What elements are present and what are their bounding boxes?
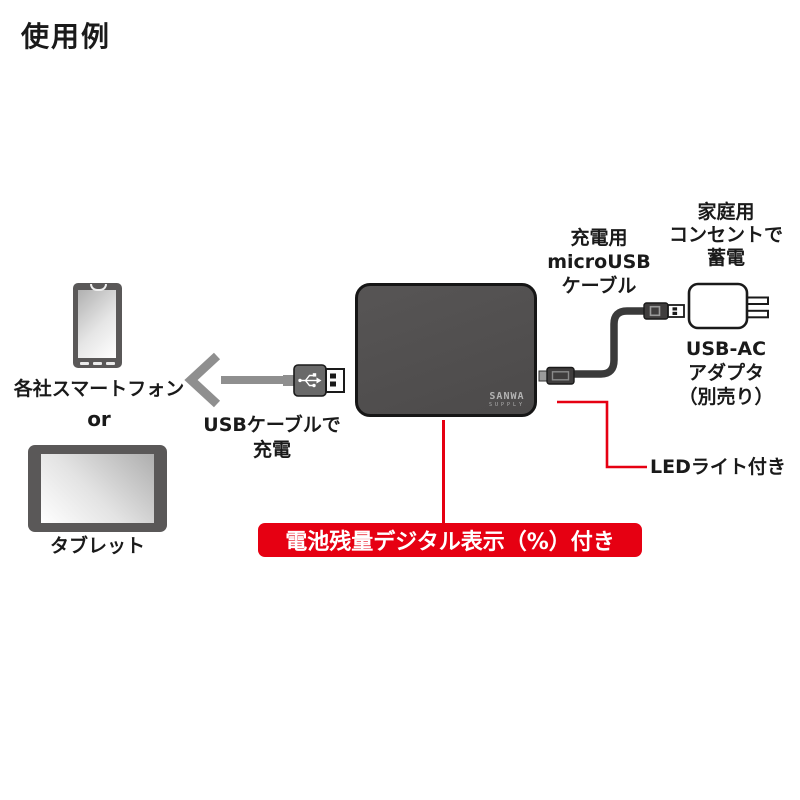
brand-subname: SUPPLY: [488, 402, 525, 408]
outlet-label-line2: コンセントで: [668, 224, 783, 246]
tablet-screen: [41, 454, 154, 523]
led-feature-label: LEDライト付き: [650, 456, 786, 478]
brand-name: SANWA: [489, 391, 525, 402]
usb-cable-label-line2: 充電: [252, 439, 291, 461]
battery-display-banner-text: 電池残量デジタル表示（%）付き: [285, 530, 615, 555]
smartphone-speaker-icon: [90, 284, 107, 291]
usb-cable-label: USBケーブルで 充電: [197, 413, 347, 463]
smartphone-button-icon: [106, 362, 115, 365]
battery-display-banner: 電池残量デジタル表示（%）付き: [258, 523, 642, 557]
microusb-cable-label: 充電用 microUSB ケーブル: [524, 226, 674, 298]
or-label: or: [87, 407, 111, 431]
outlet-label-line3: 蓄電: [706, 247, 745, 269]
outlet-label-line1: 家庭用: [697, 201, 755, 223]
usb-trident-icon: [298, 374, 317, 387]
led-callout-line: [557, 400, 647, 469]
arrow-left-icon: [184, 352, 291, 408]
adapter-label-line2: アダプタ: [687, 362, 764, 384]
brand-logo: SANWA SUPPLY: [488, 391, 525, 409]
usb-a-plug-icon: [283, 364, 345, 397]
tablet-label: タブレット: [49, 535, 145, 557]
ac-adapter-icon: [687, 282, 769, 330]
usb-cable-shaft: [221, 376, 291, 384]
outlet-label: 家庭用 コンセントで 蓄電: [651, 201, 800, 270]
adapter-label-line1: USB-AC: [685, 338, 767, 360]
smartphone-label: 各社スマートフォン: [13, 378, 185, 400]
cable-usb-a-plug-icon: [643, 302, 685, 320]
adapter-prong-icon: [746, 296, 769, 305]
smartphone-screen: [78, 290, 116, 358]
smartphone-button-icon: [93, 362, 102, 365]
page-title: 使用例: [21, 20, 112, 53]
adapter-label: USB-AC アダプタ （別売り）: [651, 337, 800, 409]
microusb-cable-label-line3: ケーブル: [561, 275, 637, 297]
smartphone-button-icon: [80, 362, 89, 365]
adapter-prong-icon: [746, 309, 769, 319]
microusb-cable-label-line2: microUSB: [547, 251, 651, 273]
micro-usb-plug-icon: [538, 366, 575, 385]
usb-cable-label-line1: USBケーブルで: [203, 414, 341, 436]
powerbank-icon: SANWA SUPPLY: [355, 283, 537, 417]
adapter-label-line3: （別売り）: [678, 386, 774, 408]
microusb-cable-label-line1: 充電用: [570, 227, 628, 249]
